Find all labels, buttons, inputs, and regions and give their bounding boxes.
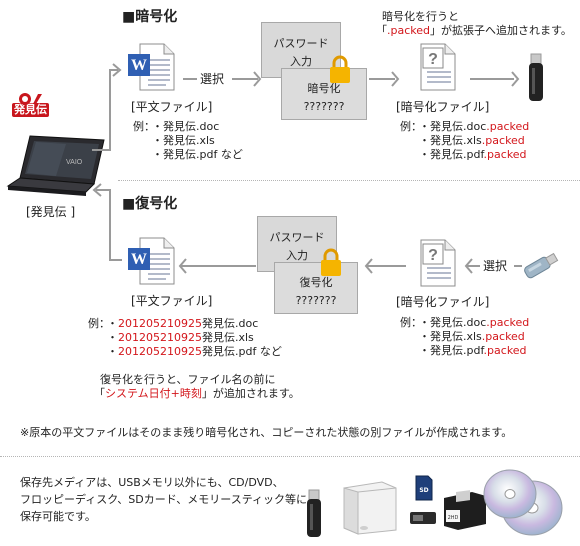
decrypt-box-line2: ??????? xyxy=(295,294,337,307)
app-logo-mark-icon xyxy=(19,93,42,105)
media-line1: 保存先メディアは、USBメモリ以外にも、CD/DVD、 xyxy=(20,476,284,489)
enc-example-xls: ・発見伝.xls.packed xyxy=(419,134,525,147)
arrow-right-icon xyxy=(511,71,520,87)
dec-enc-example-xls: ・発見伝.xls.packed xyxy=(419,330,525,343)
encrypt-heading: ■暗号化 xyxy=(122,9,178,25)
decrypt-example-pdf: ・201205210925発見伝.pdf など xyxy=(107,345,282,358)
note-bracket-open: 「 xyxy=(376,24,387,37)
decrypt-heading: ■復号化 xyxy=(122,196,178,212)
cd-dvd-icon xyxy=(483,469,563,536)
svg-text:W: W xyxy=(131,57,147,74)
password-box-line1: パスワード xyxy=(273,37,329,50)
dec-enc-example-pdf: ・発見伝.pdf.packed xyxy=(419,344,527,357)
svg-text:?: ? xyxy=(428,51,438,68)
password-box-line1: パスワード xyxy=(269,231,325,244)
arrow-right-icon xyxy=(391,71,400,87)
encrypt-examples-prefix: 例： xyxy=(133,120,155,133)
media-line2: フロッピーディスク、SDカード、メモリースティック等に xyxy=(20,493,308,506)
decrypt-select-label: 選択 xyxy=(483,259,508,273)
decrypt-select-arrow-line-a xyxy=(466,265,480,267)
encrypt-note-line2: 「.packed」が拡張子へ追加されます。 xyxy=(376,24,572,38)
encrypt-box-line1: 暗号化 xyxy=(307,82,341,95)
word-document-icon: W xyxy=(128,43,175,91)
encrypt-note-line1: 暗号化を行うと xyxy=(382,10,459,23)
footer-divider xyxy=(0,456,580,457)
sd-card-icon: SD xyxy=(415,475,433,501)
media-line3: 保存可能です。 xyxy=(20,510,96,523)
decrypt-select-arrow-line-b xyxy=(514,265,522,267)
floppy-disk-icon: 2HD xyxy=(444,490,486,530)
encrypt-enc-file-label: [暗号化ファイル] xyxy=(396,100,490,114)
note-system-datetime: システム日付+時刻 xyxy=(105,387,202,400)
unknown-file-icon: ? xyxy=(420,239,456,287)
decrypt-note-line1: 復号化を行うと、ファイル名の前に xyxy=(100,373,276,386)
note-extension: .packed xyxy=(387,24,430,37)
usb-stick-icon xyxy=(529,53,543,101)
enc-examples-prefix: 例： xyxy=(400,120,422,133)
decrypt-box-line1: 復号化 xyxy=(299,276,333,289)
encrypt-example-doc: ・発見伝.doc xyxy=(152,120,220,133)
decrypt-output-arrow-line xyxy=(180,265,256,267)
encrypt-select-arrow-line-a xyxy=(183,78,197,80)
encrypt-example-xls: ・発見伝.xls xyxy=(152,134,215,147)
encrypt-result-box: 暗号化 ??????? xyxy=(281,68,367,120)
encrypt-select-arrow-line-b xyxy=(232,78,258,80)
section-divider xyxy=(118,180,580,181)
decrypt-example-doc: ・201205210925発見伝.doc xyxy=(107,317,259,330)
unknown-file-icon: ? xyxy=(420,43,456,91)
decrypt-enc-file-label: [暗号化ファイル] xyxy=(396,295,490,309)
encrypt-select-label: 選択 xyxy=(200,72,225,86)
usb-stick-icon xyxy=(524,252,559,279)
lock-icon xyxy=(330,55,350,83)
dec-enc-examples-prefix: 例： xyxy=(400,316,422,329)
decrypt-input-arrow-line xyxy=(366,265,406,267)
memory-stick-icon xyxy=(410,512,436,524)
password-box-line2: 入力 xyxy=(290,55,312,68)
svg-text:W: W xyxy=(131,251,147,268)
external-hdd-icon xyxy=(343,481,397,535)
encrypt-box-line2: ??????? xyxy=(303,100,345,113)
password-box-line2: 入力 xyxy=(286,249,308,262)
footnote: ※原本の平文ファイルはそのまま残り暗号化され、コピーされた状態の別ファイルが作成… xyxy=(20,426,513,439)
dec-enc-example-doc: ・発見伝.doc.packed xyxy=(419,316,530,329)
sd-card-label: SD xyxy=(419,487,428,494)
app-logo: 発見伝 xyxy=(12,103,49,117)
decrypt-result-box: 復号化 ??????? xyxy=(274,262,358,314)
svg-text:?: ? xyxy=(428,247,438,264)
encrypt-example-pdf: ・発見伝.pdf など xyxy=(152,148,243,161)
encrypt-output-arrow-line xyxy=(369,78,395,80)
enc-example-pdf: ・発見伝.pdf.packed xyxy=(419,148,527,161)
lock-icon xyxy=(321,248,341,276)
decrypt-example-xls: ・201205210925発見伝.xls xyxy=(107,331,254,344)
decrypt-plain-file-label: [平文ファイル] xyxy=(131,294,213,308)
decrypt-examples-prefix: 例： xyxy=(88,317,110,330)
svg-text:VAIO: VAIO xyxy=(66,159,83,166)
enc-example-doc: ・発見伝.doc.packed xyxy=(419,120,530,133)
app-label: [発見伝 ] xyxy=(26,205,76,219)
arrow-right-icon xyxy=(253,71,262,87)
note-bracket-close: 」が拡張子へ追加されます。 xyxy=(430,24,572,37)
usb-stick-icon xyxy=(307,489,321,537)
laptop-icon: VAIO xyxy=(6,135,105,196)
floppy-label: 2HD xyxy=(448,515,459,521)
decrypt-note-line2: 「システム日付+時刻」が追加されます。 xyxy=(94,387,300,400)
encrypt-plain-file-label: [平文ファイル] xyxy=(131,100,213,114)
word-document-icon: W xyxy=(128,237,175,285)
usb-output-arrow-line xyxy=(470,78,514,80)
